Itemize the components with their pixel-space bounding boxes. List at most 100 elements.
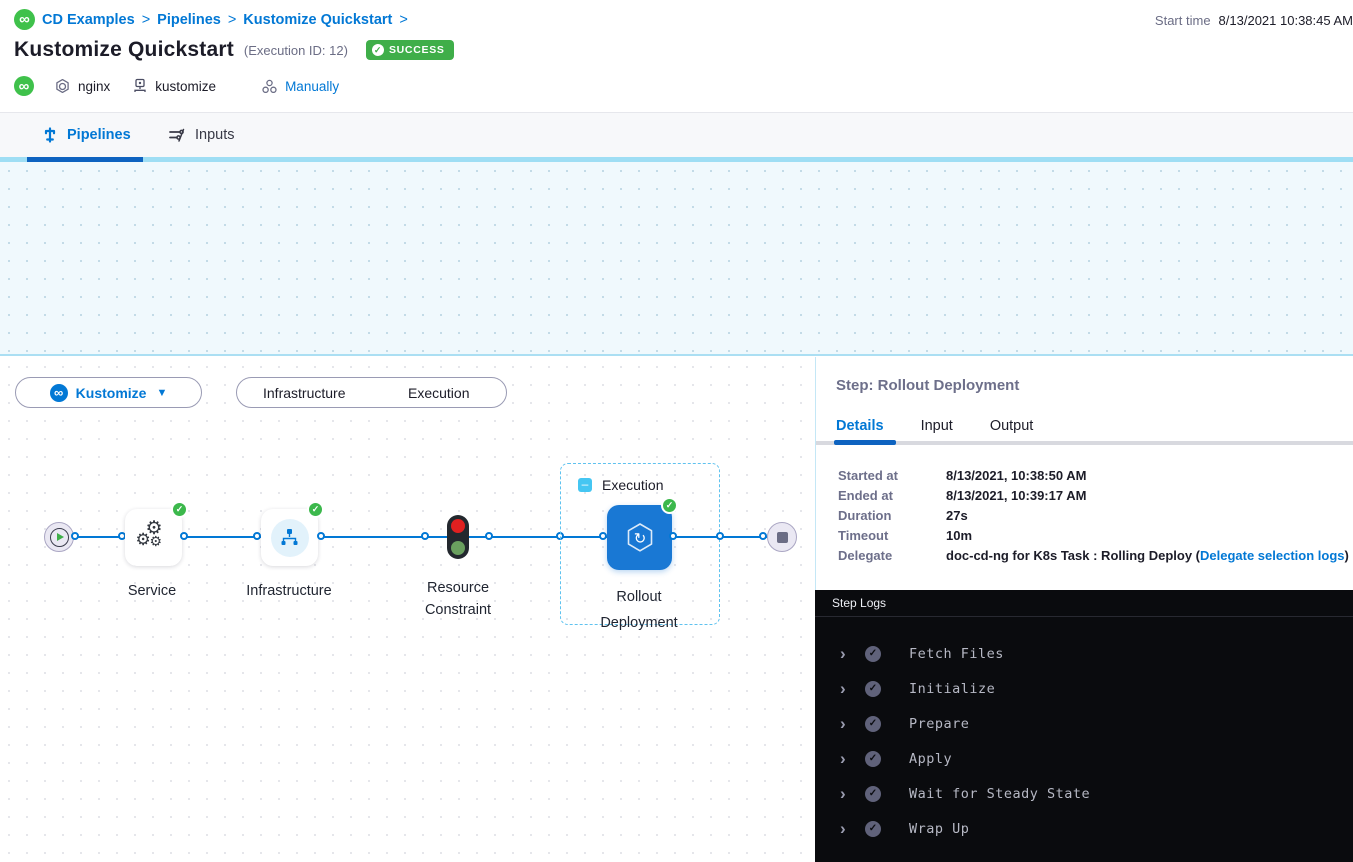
toggle-execution[interactable]: Execution xyxy=(372,385,507,401)
breadcrumb-separator: > xyxy=(142,12,150,28)
log-section-initialize[interactable]: › ✓ Initialize xyxy=(815,671,1353,706)
service-success-icon: ✓ xyxy=(171,501,188,518)
detail-row-ended-at: Ended at 8/13/2021, 10:39:17 AM xyxy=(838,489,1349,502)
breadcrumb-pipelines[interactable]: Pipelines xyxy=(157,12,221,28)
edge-dot xyxy=(180,532,188,540)
title-row: Kustomize Quickstart (Execution ID: 12) … xyxy=(14,38,454,62)
node-infrastructure[interactable]: ✓ xyxy=(261,509,318,566)
trigger-label[interactable]: Manually xyxy=(285,79,339,94)
log-success-icon: ✓ xyxy=(865,681,881,697)
stage-selector-dropdown[interactable]: ∞ Kustomize ▼ xyxy=(15,377,202,408)
stage-selector-icon: ∞ xyxy=(50,384,68,402)
chevron-right-icon[interactable]: › xyxy=(840,750,852,767)
step-logs-panel: Step Logs › ✓ Fetch Files › ✓ Initialize… xyxy=(815,590,1353,862)
chevron-right-icon[interactable]: › xyxy=(840,680,852,697)
infrastructure-success-icon: ✓ xyxy=(307,501,324,518)
log-section-fetch-files[interactable]: › ✓ Fetch Files xyxy=(815,636,1353,671)
chevron-right-icon[interactable]: › xyxy=(840,715,852,732)
execution-id: (Execution ID: 12) xyxy=(244,43,348,58)
node-resource-constraint[interactable] xyxy=(447,515,469,559)
detail-row-timeout: Timeout 10m xyxy=(838,529,1349,542)
step-panel-tabs: Details Input Output xyxy=(836,418,1033,434)
tab-details[interactable]: Details xyxy=(836,418,884,434)
log-section-label: Wait for Steady State xyxy=(909,786,1090,802)
toggle-infrastructure[interactable]: Infrastructure xyxy=(237,385,372,401)
tab-active-indicator xyxy=(27,157,143,162)
detail-value: 8/13/2021, 10:39:17 AM xyxy=(946,489,1086,502)
stage-end-node[interactable] xyxy=(767,522,797,552)
chevron-right-icon[interactable]: › xyxy=(840,820,852,837)
tab-inputs[interactable]: Inputs xyxy=(168,113,235,157)
log-section-label: Initialize xyxy=(909,681,995,697)
detail-label: Timeout xyxy=(838,529,946,542)
detail-value: 10m xyxy=(946,529,972,542)
step-tabs-underline xyxy=(816,441,1353,445)
step-logs-title: Step Logs xyxy=(815,590,1353,617)
detail-label: Duration xyxy=(838,509,946,522)
execution-group-label: Execution xyxy=(602,477,663,493)
edge-dot xyxy=(669,532,677,540)
harness-cd-icon: ∞ xyxy=(14,9,35,30)
log-section-wait-for-steady-state[interactable]: › ✓ Wait for Steady State xyxy=(815,776,1353,811)
edge-dot xyxy=(317,532,325,540)
collapse-group-icon[interactable]: – xyxy=(578,478,592,492)
chevron-right-icon[interactable]: › xyxy=(840,645,852,662)
stage-detail-canvas[interactable]: ∞ Kustomize ▼ Infrastructure Execution ⚙… xyxy=(0,358,815,862)
step-panel-title: Step: Rollout Deployment xyxy=(836,377,1019,394)
detail-row-delegate: Delegate doc-cd-ng for K8s Task : Rollin… xyxy=(838,549,1349,562)
infrastructure-icon xyxy=(271,519,309,557)
log-section-label: Fetch Files xyxy=(909,646,1004,662)
log-section-prepare[interactable]: › ✓ Prepare xyxy=(815,706,1353,741)
view-toggle: Infrastructure Execution xyxy=(236,377,507,408)
edge-dot xyxy=(759,532,767,540)
delegate-selection-logs-link[interactable]: Delegate selection logs xyxy=(1200,548,1345,563)
breadcrumb-cd-examples[interactable]: CD Examples xyxy=(42,12,135,28)
node-rollout-deployment[interactable]: ↻ ✓ xyxy=(607,505,672,570)
log-success-icon: ✓ xyxy=(865,646,881,662)
service-icon xyxy=(54,78,71,95)
log-section-label: Apply xyxy=(909,751,952,767)
detail-label: Ended at xyxy=(838,489,946,502)
breadcrumb-separator: > xyxy=(399,12,407,28)
step-details-panel: Step: Rollout Deployment Details Input O… xyxy=(815,357,1353,590)
traffic-green-light xyxy=(451,541,465,555)
delegate-text: doc-cd-ng for K8s Task : Rolling Deploy … xyxy=(946,548,1200,563)
log-success-icon: ✓ xyxy=(865,716,881,732)
tab-input[interactable]: Input xyxy=(921,418,953,434)
edge xyxy=(182,536,261,538)
tab-output[interactable]: Output xyxy=(990,418,1034,434)
tab-pipelines[interactable]: Pipelines xyxy=(42,113,131,157)
pipeline-graph-canvas[interactable]: ∞ ✓ Kustomize xyxy=(0,162,1353,356)
svg-text:↻: ↻ xyxy=(633,529,646,547)
log-section-wrap-up[interactable]: › ✓ Wrap Up xyxy=(815,811,1353,846)
rollout-label: Rollout Deployment xyxy=(589,584,689,636)
stage-start-node[interactable] xyxy=(44,522,74,552)
chevron-down-icon: ▼ xyxy=(156,387,167,399)
edge-dot xyxy=(716,532,724,540)
log-success-icon: ✓ xyxy=(865,821,881,837)
node-service[interactable]: ⚙ ⚙ ⚙ ✓ xyxy=(125,509,182,566)
infrastructure-label: Infrastructure xyxy=(239,583,339,599)
page-header: ∞ CD Examples > Pipelines > Kustomize Qu… xyxy=(0,0,1353,113)
edge-dot xyxy=(421,532,429,540)
step-tab-active-indicator xyxy=(834,440,896,445)
log-section-apply[interactable]: › ✓ Apply xyxy=(815,741,1353,776)
service-name[interactable]: nginx xyxy=(78,79,110,94)
harness-cd-icon: ∞ xyxy=(14,76,34,96)
detail-row-started-at: Started at 8/13/2021, 10:38:50 AM xyxy=(838,469,1349,482)
start-time: Start time 8/13/2021 10:38:45 AM xyxy=(1155,13,1353,28)
rollout-success-icon: ✓ xyxy=(661,497,678,514)
breadcrumb-kustomize-quickstart[interactable]: Kustomize Quickstart xyxy=(243,12,392,28)
breadcrumb: ∞ CD Examples > Pipelines > Kustomize Qu… xyxy=(14,9,408,30)
log-success-icon: ✓ xyxy=(865,786,881,802)
chevron-right-icon[interactable]: › xyxy=(840,785,852,802)
stop-icon xyxy=(777,532,788,543)
resource-constraint-label: Resource Constraint xyxy=(408,577,508,621)
meta-row: ∞ nginx kustomize Manually xyxy=(14,76,339,96)
detail-value: 8/13/2021, 10:38:50 AM xyxy=(946,469,1086,482)
environment-name[interactable]: kustomize xyxy=(155,79,216,94)
breadcrumb-separator: > xyxy=(228,12,236,28)
log-section-label: Prepare xyxy=(909,716,969,732)
rollout-icon: ↻ xyxy=(622,520,658,556)
